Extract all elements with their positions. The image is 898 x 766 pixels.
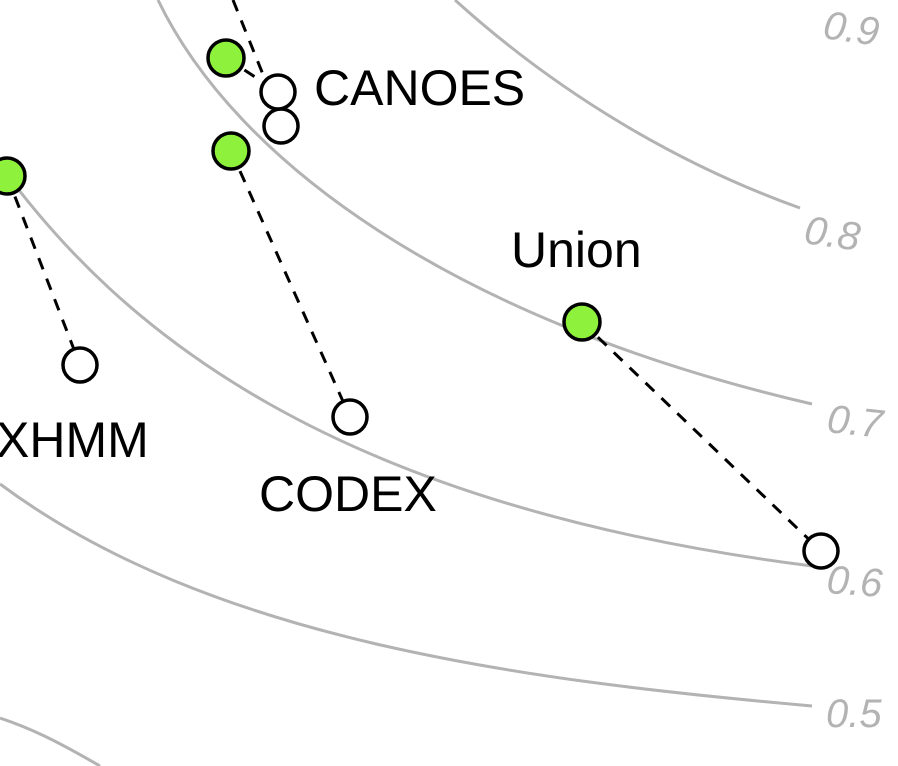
label-xhmm: XHMM (0, 412, 149, 468)
point-union-filled (562, 302, 602, 342)
point-canoes-open (259, 73, 297, 111)
label-canoes: CANOES (314, 60, 525, 116)
contour-line-0-6 (0, 482, 813, 708)
labels: XHMM CANOES CODEX Union (0, 60, 642, 522)
connector-codex (229, 150, 352, 418)
contour-label-0-9: 0.9 (821, 3, 882, 54)
connector-union (580, 320, 823, 553)
label-union: Union (511, 222, 642, 278)
contour-line-0-7 (0, 164, 813, 568)
contour-label-0-8: 0.8 (802, 208, 864, 259)
connector-xhmm (5, 175, 82, 366)
contour-label-0-6: 0.6 (825, 558, 884, 606)
contour-line-0-5 (0, 716, 101, 766)
point-codex-filled (211, 131, 251, 171)
point-canoes-filled (206, 38, 246, 78)
points (0, 38, 840, 570)
point-union-open (802, 532, 840, 570)
contour-line-0-9 (453, 0, 801, 210)
point-xhmm-open (61, 346, 99, 384)
contour-line-0-8 (156, 0, 813, 406)
label-codex: CODEX (259, 466, 437, 522)
contour-label-0-7: 0.7 (825, 397, 887, 447)
connector-canoes (231, 0, 268, 83)
point-canoes-open-2 (262, 107, 300, 145)
point-xhmm-filled (0, 156, 27, 196)
point-codex-open (331, 398, 369, 436)
contour-label-0-5: 0.5 (826, 692, 882, 736)
